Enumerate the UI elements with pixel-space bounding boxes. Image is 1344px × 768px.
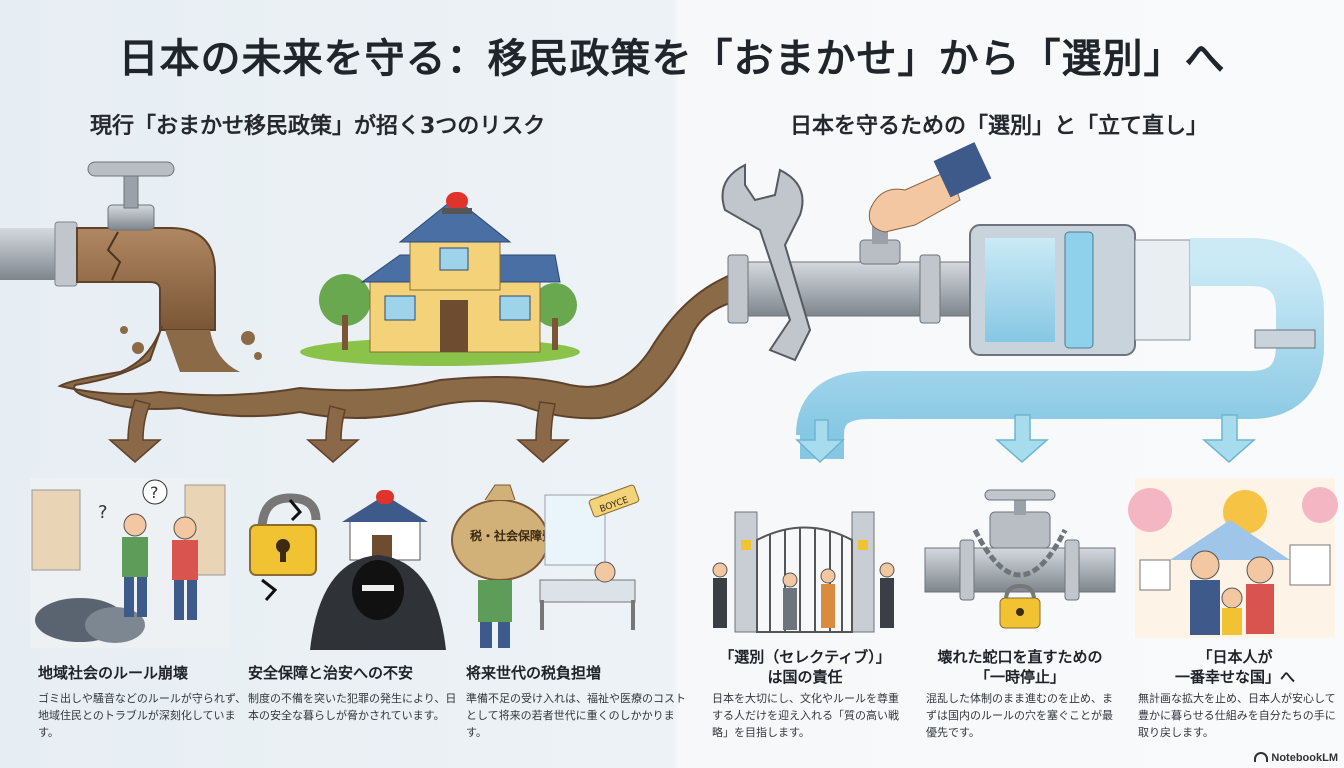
- risk-3-text: 準備不足の受け入れは、福祉や医療のコストとして将来の若者世代に重くのしかかります…: [466, 692, 686, 740]
- house-icon: [300, 192, 580, 366]
- solution-2-title: 壊れた蛇口を直すための 「一時停止」: [915, 648, 1125, 687]
- solution-2-title-line2: 「一時停止」: [974, 667, 1065, 686]
- solution-3-title-line1: 「日本人が: [1197, 648, 1273, 666]
- leaking-faucet: [0, 161, 216, 331]
- solution-1-title: 「選別（セレクティブ）」 は国の責任: [700, 648, 910, 687]
- solution-3-text: 無計画な拡大を止め、日本人が安心して豊かに暮らせる仕組みを自分たちの手に取り戻し…: [1138, 692, 1336, 740]
- risk-2-text: 制度の不備を突いた犯罪の発生により、日本の安全な暮らしが脅かされています。: [248, 692, 457, 723]
- solution-2-title-line1: 壊れた蛇口を直すための: [937, 648, 1103, 666]
- left-section-heading: 現行「おまかせ移民政策」が招く3つのリスク: [90, 114, 546, 139]
- security-threat-illustration: [249, 490, 446, 650]
- neighborhood-trouble-illustration: ? ?: [30, 478, 230, 648]
- hand-icon: [868, 142, 992, 233]
- brand-badge: NotebookLM: [1254, 752, 1338, 764]
- page-title: 日本の未来を守る：移民政策を「おまかせ」から「選別」へ: [118, 36, 1226, 82]
- solution-3-title-line2: 一番幸せな国」へ: [1174, 667, 1295, 686]
- repaired-pipe: [727, 222, 1324, 459]
- tax-burden-illustration: 税・社会保障費 BOYCE: [451, 484, 640, 648]
- notebook-logo-icon: [1254, 752, 1269, 762]
- solution-2-text: 混乱した体制のまま進むのを止め、まずは国内のルールの穴を塞ぐことが最優先です。: [926, 692, 1113, 740]
- happy-family-illustration: [1128, 478, 1338, 638]
- brand-label: NotebookLM: [1271, 752, 1338, 764]
- wrench-icon: [721, 163, 812, 362]
- svg-text:?: ?: [98, 502, 108, 523]
- sack-label: 税・社会保障費: [470, 528, 554, 543]
- selective-gate-illustration: [712, 511, 895, 633]
- risk-arrows: [108, 399, 570, 463]
- risk-3-title: 将来世代の税負担増: [466, 664, 602, 682]
- risk-1-title: 地域社会のルール崩壊: [38, 664, 189, 682]
- solution-1-title-line1: 「選別（セレクティブ）」: [719, 648, 891, 666]
- right-section-heading: 日本を守るための「選別」と「立て直し」: [790, 114, 1209, 139]
- solution-arrows: [795, 414, 1256, 464]
- solution-1-title-line2: は国の責任: [767, 667, 843, 686]
- solution-3-title: 「日本人が 一番幸せな国」へ: [1130, 648, 1340, 687]
- risk-1-text: ゴミ出しや騒音などのルールが守られず、地域住民とのトラブルが深刻化しています。: [38, 692, 247, 740]
- dirty-water-stream: [57, 268, 741, 420]
- risk-2-title: 安全保障と治安への不安: [248, 664, 414, 682]
- solution-1-text: 日本を大切にし、文化やルールを尊重する人だけを迎え入れる「質の高い戦略」を目指し…: [712, 692, 899, 740]
- locked-valve-illustration: [924, 489, 1116, 629]
- svg-text:?: ?: [150, 483, 159, 502]
